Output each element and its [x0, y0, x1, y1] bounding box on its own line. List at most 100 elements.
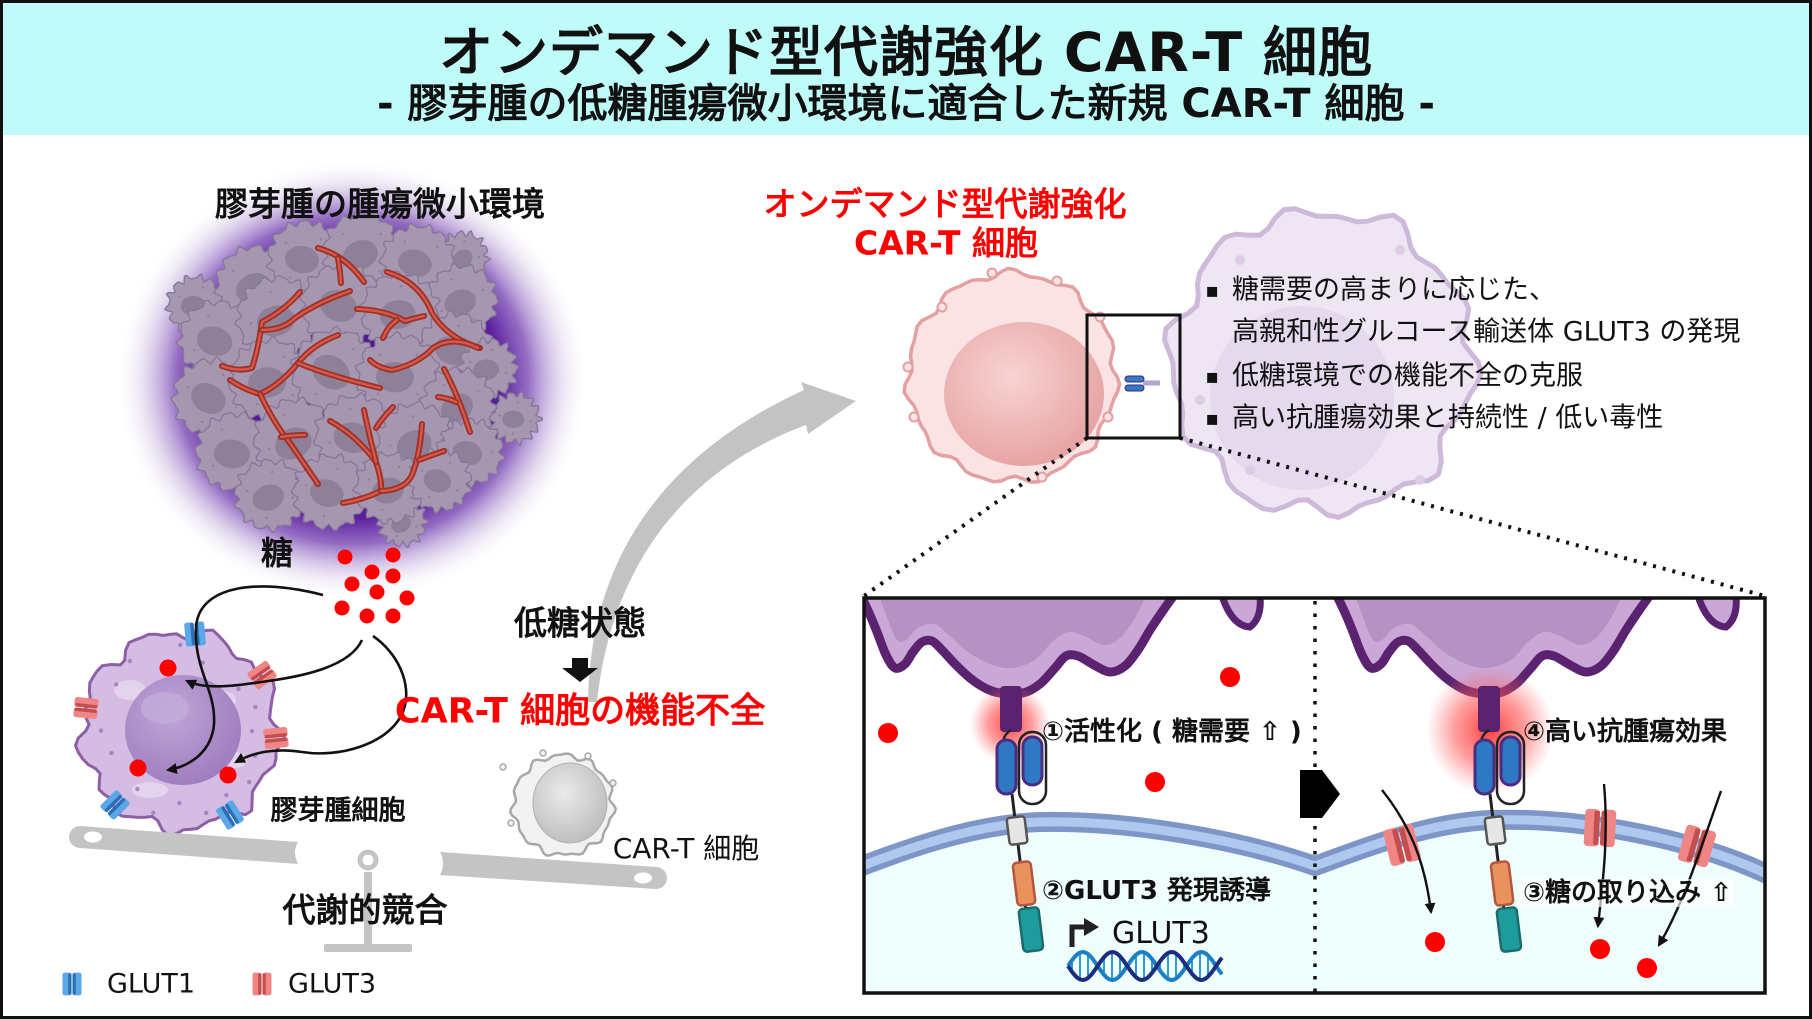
glut3-transporter-icon [252, 972, 272, 996]
glucose-dot [369, 584, 385, 600]
glucose-dot [1590, 939, 1610, 959]
uptake-arrow [1657, 790, 1723, 947]
tumor-cell-surfaces [864, 598, 1740, 699]
cart-cell-label: CAR-T 細胞 [612, 832, 760, 865]
glucose-dot [159, 659, 177, 677]
seesaw-post [364, 872, 372, 948]
seesaw-left-hole [84, 831, 102, 843]
glut1-transporter-icon [100, 790, 130, 820]
glucose-dot [399, 590, 415, 606]
seesaw-pivot [357, 849, 379, 871]
blood-vessel [378, 421, 425, 494]
glut3-transporter-icon [247, 660, 277, 690]
blood-vessel [435, 394, 459, 405]
seesaw-base [324, 944, 412, 952]
mini-car-receptor [1124, 375, 1160, 392]
legend-glut3-label: GLUT3 [288, 968, 377, 1000]
car-receptor [995, 686, 1048, 953]
metabolic-competition-label: 代謝的競合 [282, 890, 448, 930]
feature-item-3: 高い抗腫瘍効果と持続性 / 低い毒性 [1232, 402, 1664, 434]
transition-arrow [588, 382, 856, 702]
glucose-dot [344, 576, 360, 592]
cart-nucleus [944, 322, 1104, 466]
step3-glucose-uptake-label: ③糖の取り込み ⇧ [1520, 879, 1735, 907]
glucose-dot [385, 568, 401, 584]
glucose-dot [334, 600, 350, 616]
glut1-transporter-icon [62, 972, 82, 996]
glut3-transporter-icon [73, 697, 99, 719]
legend-icons [62, 972, 272, 996]
bullet-marker: ▪ [1205, 406, 1219, 430]
glucose-dot [1220, 667, 1240, 687]
step2-glut3-induction-label: ②GLUT3 発現誘導 [1042, 876, 1271, 906]
uptake-arrow [1381, 789, 1436, 915]
header-banner [0, 0, 1812, 135]
seesaw-left-arm [69, 826, 298, 864]
dna-helix-icon [1066, 949, 1224, 983]
glucose-dot [385, 608, 401, 624]
glut1-transporter-icon [184, 621, 206, 647]
glucose-label: 糖 [260, 534, 294, 572]
glut3-transporter-icon [1583, 808, 1617, 848]
dysfunctional-cart-cell [499, 749, 618, 857]
page-subtitle: - 膠芽腫の低糖腫瘍微小環境に適合した新規 CAR-T 細胞 - [376, 81, 1436, 127]
seesaw-right-arm [440, 852, 667, 889]
blood-vessel [416, 448, 447, 463]
low-glucose-label: 低糖状態 [514, 603, 646, 643]
blood-vessel [327, 418, 385, 506]
glucose-dot [219, 766, 237, 784]
seesaw-right-hole [634, 872, 652, 884]
feature-item-1-line1: 糖需要の高まりに応じた、 [1232, 274, 1556, 306]
uptake-arrow [234, 634, 408, 764]
tumor-cell [233, 458, 309, 534]
cart-dysfunction-label: CAR-T 細胞の機能不全 [394, 691, 766, 732]
uptake-arrow [185, 639, 364, 690]
page-title: オンデマンド型代謝強化 CAR-T 細胞 [439, 21, 1373, 84]
tumor-cluster [163, 211, 544, 549]
down-arrow-icon [562, 658, 598, 682]
legend-glut1-label: GLUT1 [107, 968, 196, 1000]
glucose-dot [1425, 932, 1445, 952]
blood-vessel [373, 404, 396, 431]
glucose-cluster [334, 547, 415, 624]
blood-vessel [295, 360, 383, 391]
tumor-cell [488, 389, 544, 447]
glut3-transporter-icon [263, 727, 289, 749]
tumor-cell [227, 336, 315, 423]
car-receptors [995, 686, 1526, 953]
zoom-focus-box [1085, 313, 1182, 440]
step4-antitumor-label: ④高い抗腫瘍効果 [1523, 717, 1728, 747]
detail-panel [862, 596, 1767, 995]
glucose-dot [1637, 958, 1657, 978]
blood-vessels [219, 245, 483, 506]
blood-vessel [278, 432, 308, 440]
glucose-dot [364, 564, 380, 580]
feature-item-2: 低糖環境での機能不全の克服 [1232, 360, 1583, 392]
blood-vessel [380, 317, 400, 341]
uptake-arrow [165, 585, 324, 774]
blood-vessel [367, 338, 481, 373]
enhanced-cart-heading-line2: CAR-T 細胞 [853, 223, 1039, 263]
blood-vessel [257, 391, 321, 487]
glucose-dot [359, 608, 375, 624]
glut3-transporter-icon [1383, 824, 1421, 866]
target-tumor-cell [1161, 206, 1484, 521]
glioma-cell-label: 膠芽腫細胞 [270, 795, 406, 827]
zoom-guide-right [1179, 436, 1766, 598]
glucose-dot [878, 723, 898, 743]
step1-activation-label: ①活性化 ( 糖需要 ⇧ ) [1042, 717, 1302, 747]
glucose-molecules [878, 667, 1657, 978]
glucose-dot [1145, 772, 1165, 792]
glioma-cell [73, 621, 289, 838]
blood-vessel [315, 245, 367, 285]
uptake-arrow [1593, 783, 1607, 929]
bullet-marker: ▪ [1205, 364, 1219, 388]
blood-vessel [335, 255, 344, 286]
enhanced-cart-heading-line1: オンデマンド型代謝強化 [763, 184, 1127, 224]
glut3-channels [1383, 808, 1717, 868]
blood-vessel [227, 332, 341, 397]
glucose-uptake-arrows [165, 585, 408, 774]
promoter-arrow-icon [1069, 918, 1099, 947]
